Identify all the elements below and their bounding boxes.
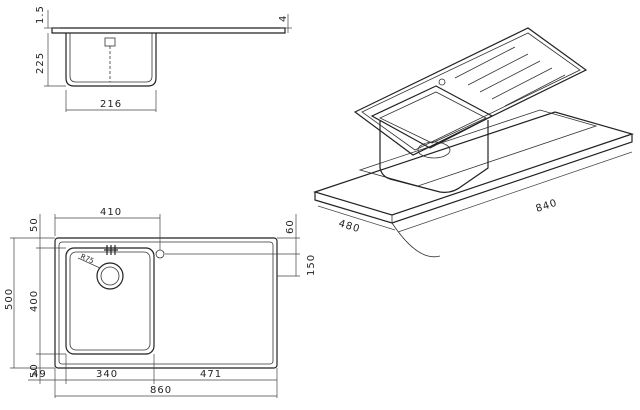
dim-top-bowl-offset: 410 [100, 207, 122, 218]
iso-groove-3 [479, 60, 541, 93]
top-drain-outer [96, 262, 124, 290]
iso-dim-line-840 [397, 151, 633, 233]
top-drain-inner [100, 266, 120, 286]
iso-groove-4 [491, 67, 553, 100]
top-outline [54, 237, 278, 369]
iso-bowl-rim-inner [379, 91, 487, 144]
dim-drainer-width: 471 [200, 369, 222, 380]
overflow-hole [155, 249, 165, 259]
iso-sink-plate-inner [361, 32, 581, 151]
iso-worktop-curve [391, 222, 441, 258]
iso-sink-plate [353, 27, 588, 156]
dim-side-height: 225 [35, 52, 46, 74]
dim-total-width: 860 [150, 385, 172, 396]
dim-right-top: 60 [285, 219, 296, 234]
top-bowl [65, 247, 155, 355]
top-outline-inner [58, 241, 274, 365]
side-section-view: 1.5 225 216 4 [35, 5, 292, 112]
dim-bowl-height: 400 [29, 290, 40, 312]
iso-bowl-rim [370, 85, 494, 149]
iso-tap-hole [438, 78, 446, 86]
iso-groove-1 [454, 46, 516, 79]
side-bowl [65, 33, 157, 87]
dim-side-edge: 4 [278, 15, 289, 22]
iso-dim-depth: 480 [337, 218, 361, 235]
iso-groove-5 [504, 74, 566, 107]
dim-top-margin: 50 [29, 217, 40, 232]
dim-bowl-width: 340 [96, 369, 118, 380]
iso-worktop-top [313, 111, 635, 216]
top-bowl-inner [69, 251, 151, 351]
drain-radius-label: R75 [79, 253, 95, 266]
iso-bowl-body [379, 120, 489, 193]
dim-total-height: 500 [4, 288, 15, 310]
isometric-view: 480 840 [313, 27, 635, 258]
dim-left-edge: 49 [32, 369, 47, 380]
side-top-plate [51, 27, 286, 34]
iso-dim-line-480 [317, 205, 396, 231]
dim-right-mid: 150 [306, 254, 317, 276]
drain-leader [77, 257, 101, 269]
dim-bottom-margin: 50 [29, 363, 40, 378]
iso-drain [417, 141, 451, 159]
dim-side-thickness: 1.5 [35, 5, 46, 24]
iso-dim-length: 840 [535, 198, 559, 215]
dim-side-bowl-width: 216 [100, 99, 122, 110]
top-plan-view: R75 410 50 500 400 50 60 150 [4, 207, 317, 398]
iso-groove-2 [467, 53, 529, 86]
side-bowl-inner [69, 33, 153, 83]
side-drain [104, 37, 116, 47]
